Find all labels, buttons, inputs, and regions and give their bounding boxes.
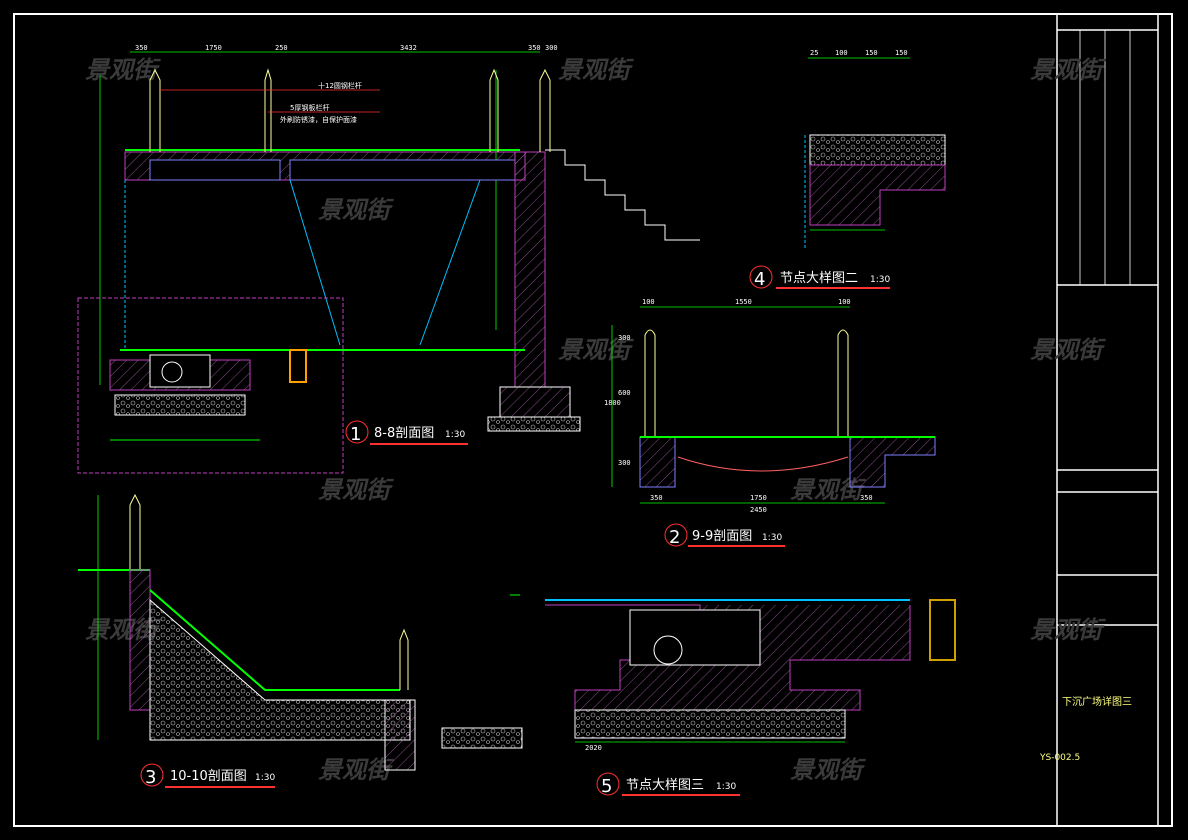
svg-text:十12圆钢栏杆: 十12圆钢栏杆 [318, 81, 362, 90]
svg-text:景观街: 景观街 [1030, 616, 1106, 644]
svg-text:2: 2 [669, 527, 680, 548]
svg-text:景观街: 景观街 [790, 756, 866, 784]
svg-text:100: 100 [835, 49, 848, 57]
svg-text:100: 100 [642, 298, 655, 306]
section-8-8: 350 1750 250 3432 350 300 十12圆钢栏杆 [77, 44, 700, 474]
section-10-10: 3 10-10剖面图 1:30 [78, 493, 523, 788]
view-scale: 1:30 [445, 430, 465, 440]
svg-text:节点大样图三: 节点大样图三 [626, 778, 704, 793]
svg-text:外刷防锈漆，自保护面漆: 外刷防锈漆，自保护面漆 [280, 115, 357, 124]
detail-5: 2020 5 节点大样图三 1:30 [510, 594, 956, 797]
svg-text:景观街: 景观街 [1030, 336, 1106, 364]
svg-text:1750: 1750 [750, 494, 767, 502]
svg-text:景观街: 景观街 [558, 336, 634, 364]
detail-4: 25 100 150 150 4 节点大样图二 1:30 [749, 49, 946, 290]
svg-text:150: 150 [865, 49, 878, 57]
svg-text:300: 300 [545, 44, 558, 52]
svg-text:300: 300 [618, 459, 631, 467]
svg-text:100: 100 [838, 298, 851, 306]
svg-text:5厚钢板栏杆: 5厚钢板栏杆 [290, 103, 329, 112]
svg-text:150: 150 [895, 49, 908, 57]
sheet-frame [13, 13, 1173, 827]
svg-text:景观街: 景观街 [85, 56, 161, 84]
svg-text:景观街: 景观街 [558, 56, 634, 84]
svg-text:3432: 3432 [400, 44, 417, 52]
section-9-9: 100 1550 100 350 1750 350 2450 300 600 3… [604, 298, 936, 548]
svg-text:1:30: 1:30 [870, 275, 890, 285]
svg-text:2450: 2450 [750, 506, 767, 514]
svg-text:9-9剖面图: 9-9剖面图 [692, 529, 752, 544]
svg-text:25: 25 [810, 49, 818, 57]
view-title: 8-8剖面图 [374, 426, 434, 441]
sheet-title: 下沉广场详图三 [1062, 695, 1132, 708]
svg-text:350: 350 [650, 494, 663, 502]
view-number-circle [345, 420, 369, 444]
svg-text:1750: 1750 [205, 44, 222, 52]
svg-text:4: 4 [754, 269, 765, 290]
svg-text:350: 350 [135, 44, 148, 52]
view-number: 1 [350, 424, 361, 445]
svg-text:景观街: 景观街 [1030, 56, 1106, 84]
sheet-number: YS-002.5 [1039, 753, 1080, 763]
svg-text:10-10剖面图: 10-10剖面图 [170, 769, 247, 784]
title-block [1056, 14, 1159, 826]
svg-text:1:30: 1:30 [762, 533, 782, 543]
svg-text:5: 5 [601, 776, 612, 797]
svg-text:节点大样图二: 节点大样图二 [780, 271, 858, 286]
svg-text:景观街: 景观街 [318, 196, 394, 224]
svg-text:1:30: 1:30 [255, 773, 275, 783]
svg-text:1550: 1550 [735, 298, 752, 306]
svg-text:1800: 1800 [604, 399, 621, 407]
svg-text:350: 350 [860, 494, 873, 502]
svg-text:1:30: 1:30 [716, 782, 736, 792]
svg-text:3: 3 [145, 767, 156, 788]
svg-text:300: 300 [618, 334, 631, 342]
svg-text:600: 600 [618, 389, 631, 397]
svg-text:景观街: 景观街 [318, 756, 394, 784]
svg-text:250: 250 [275, 44, 288, 52]
svg-text:景观街: 景观街 [318, 476, 394, 504]
svg-text:350: 350 [528, 44, 541, 52]
svg-text:2020: 2020 [585, 744, 602, 752]
